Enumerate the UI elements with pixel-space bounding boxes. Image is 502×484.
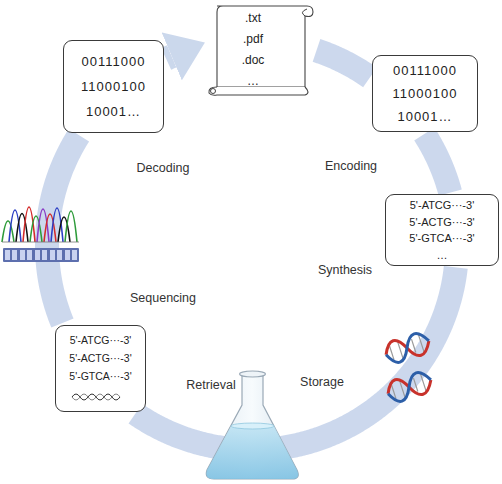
base-strip xyxy=(3,248,79,262)
box-text: 5'-ACTG···-3' xyxy=(69,349,131,367)
box-text: 10001… xyxy=(86,99,141,124)
trace-baseline xyxy=(2,242,79,243)
box-text: 5'-GTCA···-3' xyxy=(69,367,131,385)
trace-peak xyxy=(30,216,42,242)
trace-peak xyxy=(51,208,63,242)
helix-strand xyxy=(385,369,435,404)
scroll-curl xyxy=(302,9,307,16)
box-text: .doc xyxy=(242,50,265,71)
helix-rung xyxy=(397,341,403,360)
trace-peak xyxy=(58,217,70,242)
box-text: … xyxy=(437,247,448,264)
box-text: 5'-GTCA···-3' xyxy=(409,230,474,247)
box-text: 5'-ATCG···-3' xyxy=(410,197,475,214)
cycle-arrow xyxy=(47,135,79,323)
base-cell xyxy=(5,250,10,260)
base-cell xyxy=(72,250,77,260)
step-label: Sequencing xyxy=(130,291,196,305)
flask-liquid xyxy=(206,426,298,479)
box-text: 11000100 xyxy=(81,74,146,99)
stage-box: 001110001100010010001… xyxy=(372,55,478,132)
box-text: 00111000 xyxy=(82,49,146,74)
cycle-arrow xyxy=(166,56,172,58)
trace-peak xyxy=(23,207,35,242)
liquid-surface xyxy=(231,423,274,429)
box-text: .txt xyxy=(245,8,261,29)
box-text: 5'-ATCG···-3' xyxy=(70,331,132,349)
scroll-curl xyxy=(211,89,216,94)
base-cell xyxy=(12,250,17,260)
base-cell xyxy=(20,250,25,260)
trace-peak xyxy=(44,214,56,242)
step-label: Storage xyxy=(300,375,344,389)
box-text: 11000100 xyxy=(393,82,458,105)
helix-rung xyxy=(411,339,415,352)
base-cell xyxy=(57,250,62,260)
dna-helix xyxy=(383,330,433,365)
cycle-arrow xyxy=(424,134,450,193)
trace-peak xyxy=(37,209,49,242)
box-text: … xyxy=(247,71,259,92)
dna-helix xyxy=(385,369,435,404)
box-text: 10001… xyxy=(397,105,452,128)
scroll-body xyxy=(217,6,313,87)
step-label: Decoding xyxy=(137,161,190,175)
document-scroll: .txt.pdf.doc… xyxy=(205,2,315,97)
helix-rung xyxy=(392,385,396,398)
chromatogram xyxy=(2,207,79,262)
step-label: Retrieval xyxy=(186,378,235,392)
helix-rung xyxy=(413,378,417,391)
stage-box: 5'-ATCG···-3'5'-ACTG···-3'5'-GTCA···-3'… xyxy=(385,194,499,266)
helix-rung xyxy=(420,373,426,392)
trace-peak xyxy=(9,210,21,242)
trace-peak xyxy=(16,214,28,243)
trace-peak xyxy=(2,221,14,242)
base-cell xyxy=(42,250,47,260)
base-cell xyxy=(50,250,55,260)
base-cell xyxy=(65,250,70,260)
cycle-arrow xyxy=(317,50,370,77)
base-cell xyxy=(35,250,40,260)
flask-lip xyxy=(240,371,266,377)
helix-rung xyxy=(418,334,424,353)
box-text: .pdf xyxy=(243,29,263,50)
stage-box: 5'-ATCG···-3'5'-ACTG···-3'5'-GTCA···-3' xyxy=(55,325,146,412)
helix-rung xyxy=(390,346,394,359)
helix-strand xyxy=(385,369,435,404)
stage-box: 001110001100010010001… xyxy=(63,40,164,133)
helix-strand xyxy=(383,330,433,365)
box-text: 5'-ACTG···-3' xyxy=(409,214,474,231)
trace-peak xyxy=(65,211,77,242)
base-cell xyxy=(27,250,32,260)
helix-rung xyxy=(399,380,405,399)
helix-strand xyxy=(383,330,433,365)
scroll-roll xyxy=(209,87,308,95)
box-text: 00111000 xyxy=(393,59,457,82)
step-label: Encoding xyxy=(325,159,377,173)
step-label: Synthesis xyxy=(318,263,372,277)
